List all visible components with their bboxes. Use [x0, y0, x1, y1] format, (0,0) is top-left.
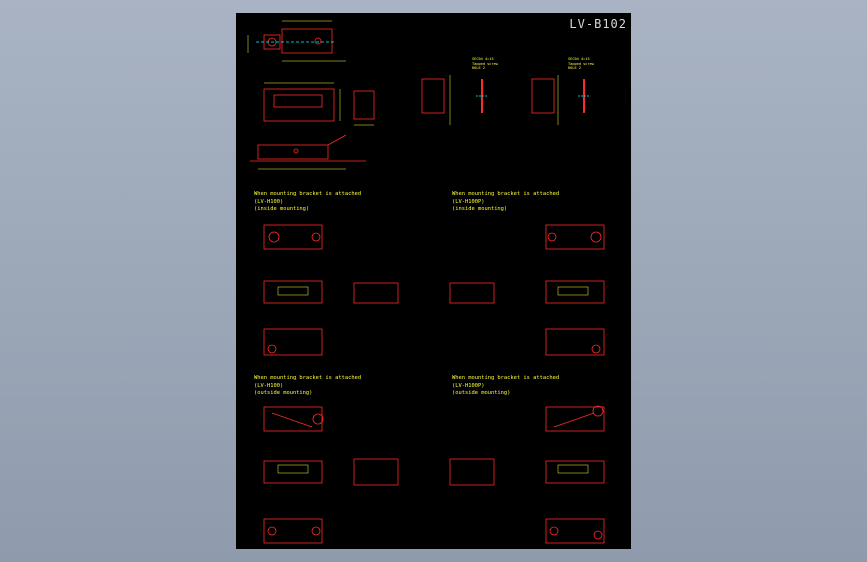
note-inside-h100p: When mounting bracket is attached (LV-H1…: [452, 191, 560, 213]
note-inside-h100: When mounting bracket is attached (LV-H1…: [254, 191, 362, 213]
head-top-view: [247, 20, 346, 62]
outside-mount-right: [449, 405, 605, 544]
note-outside-h100: When mounting bracket is attached (LV-H1…: [254, 375, 362, 397]
note-outside-h100p: When mounting bracket is attached (LV-H1…: [452, 375, 560, 397]
amplifier-side-view: [250, 134, 366, 170]
bracket-detail-2: [531, 75, 590, 125]
screw-note-2: SEC04 4=15 Tapped screw HOLE 2: [568, 57, 594, 71]
cad-drawing: [247, 20, 605, 544]
bracket-detail-1: [421, 75, 488, 125]
inside-mount-right: [449, 224, 605, 356]
drawing-sheet: LV-B102 SEC04 4=15 Tapped screw HOLE 2 S…: [236, 13, 631, 549]
screw-note-1: SEC04 4=15 Tapped screw HOLE 2: [472, 57, 498, 71]
outside-mount-left: [263, 406, 399, 544]
inside-mount-left: [263, 224, 399, 356]
drawing-title: LV-B102: [569, 17, 627, 31]
amplifier-front-view: [263, 82, 375, 126]
